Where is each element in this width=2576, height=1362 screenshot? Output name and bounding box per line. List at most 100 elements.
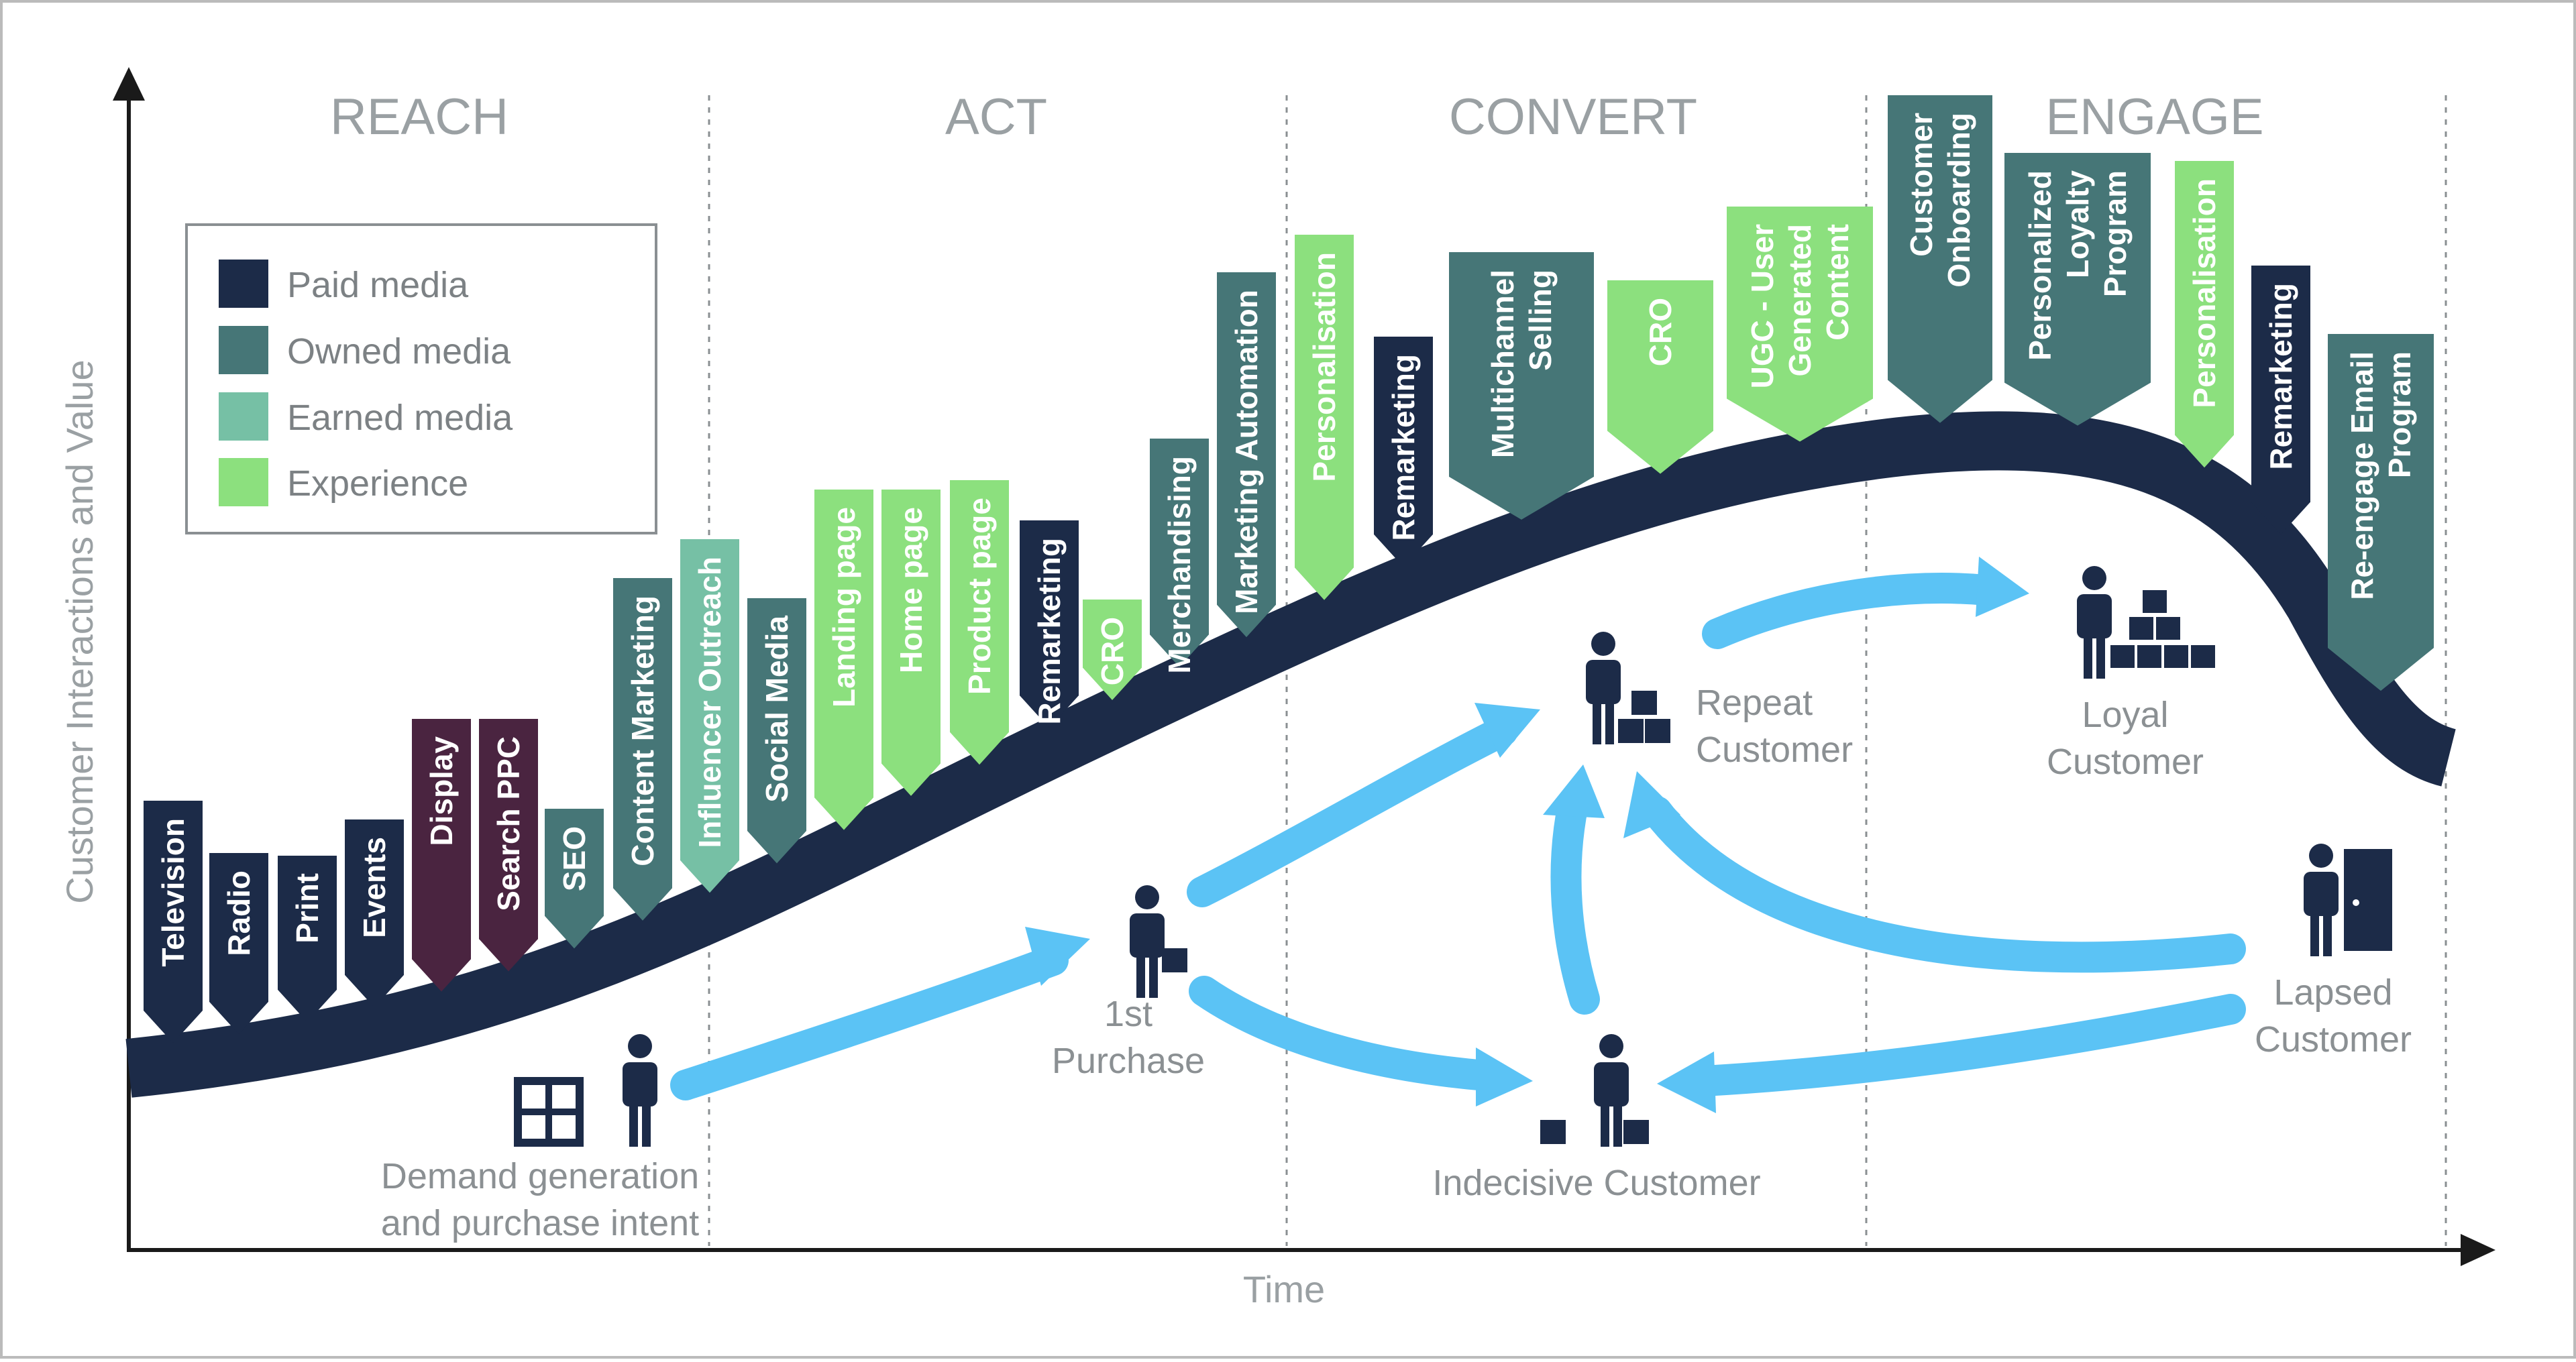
tag-merchandising: Merchandising [1150,439,1209,674]
tag-label: Search PPC [491,736,526,911]
phase-title-reach: REACH [330,89,508,146]
box-pyramid-icon [2110,590,2215,668]
tag-label: Influencer Outreach [692,557,727,848]
tag-label: Onboarding [1941,113,1976,288]
tag-label: Content [1820,224,1855,341]
phase-titles: REACH ACT CONVERT ENGAGE [330,89,2264,146]
tag-label: Print [290,873,325,944]
tag-shape [1217,272,1276,638]
tag-label: Personalized [2023,170,2057,361]
tag-label: Customer [1904,113,1939,257]
stage-indecisive-label: Indecisive Customer [1432,1163,1760,1203]
tag-shape [1150,439,1209,667]
legend-label: Owned media [287,331,511,372]
y-axis-label: Customer Interactions and Value [58,359,101,903]
tag-label: Home page [894,507,928,673]
customer-stages: Demand generation and purchase intent 1s… [381,566,2412,1243]
tag-events: Events [345,819,404,1008]
y-axis-arrowhead [113,67,145,101]
tag-label: Remarketing [1032,538,1067,725]
boxes-icon [1618,691,1670,743]
tag-shape [1295,235,1354,600]
stage-first-label-line2: Purchase [1052,1041,1205,1081]
tag-shape [545,809,604,949]
tag-label: Radio [221,870,256,956]
stage-repeat: Repeat Customer [1586,632,1853,770]
phase-title-act: ACT [945,89,1047,146]
stage-indecisive: Indecisive Customer [1432,1034,1761,1203]
tag-shape [950,480,1009,765]
tag-shape [1449,252,1594,520]
tag-remarketing: Remarketing [2251,266,2310,535]
phase-title-convert: CONVERT [1449,89,1697,146]
tag-label: Television [156,818,191,967]
x-axis-arrowhead [2461,1234,2496,1266]
tag-label: Marketing Automation [1229,290,1264,614]
arrow-first-to-repeat [1187,716,1518,907]
stage-repeat-label-line2: Customer [1696,730,1853,770]
phase-title-engage: ENGAGE [2045,89,2263,146]
stage-repeat-label-line1: Repeat [1696,683,1813,723]
tag-label: Selling [1523,270,1558,371]
arrow-lapsed-to-repeat-head [1623,771,1680,838]
tag-marketing-automation: Marketing Automation [1217,272,1276,638]
person-icon [2077,566,2112,679]
x-axis-label: Time [1243,1268,1325,1310]
arrow-repeat-to-loyal [1702,573,2001,649]
arrow-indecisive-to-repeat-head [1543,764,1605,818]
stage-loyal-label-line2: Customer [2047,742,2204,782]
journey-curve [125,411,2457,1098]
tag-personalisation: Personalisation [2175,161,2234,468]
tag-label: UGC - User [1745,224,1780,388]
tag-shape [1374,337,1433,567]
stage-demand-label-line2: and purchase intent [381,1203,699,1243]
tag-shape [1083,600,1142,700]
stage-lapsed-label-line2: Customer [2255,1019,2412,1060]
person-icon [623,1034,657,1147]
tag-label: Events [357,837,392,938]
tag-shape [2328,334,2434,691]
tag-influencer-outreach: Influencer Outreach [680,539,739,893]
stage-demand: Demand generation and purchase intent [381,1034,699,1243]
tag-shape [881,490,941,796]
tag-personalisation: Personalisation [1295,235,1354,600]
tag-shape [747,598,806,864]
tag-shape [412,719,471,992]
tag-television: Television [144,801,203,1043]
tag-shape [814,490,873,830]
arrow-lapsed-to-repeat [1642,796,2246,973]
tag-shape [209,853,268,1035]
tag-label: Program [2098,170,2133,297]
tag-radio: Radio [209,853,268,1035]
tag-remarketing: Remarketing [1020,520,1079,728]
legend-label: Earned media [287,398,513,438]
person-icon [2304,844,2339,956]
flow-arrows [670,557,2246,1113]
tag-cro: CRO [1083,600,1142,700]
arrow-first-to-indecisive [1189,976,1501,1091]
tag-label: Program [2382,351,2417,478]
legend-item-paid: Paid media [219,260,469,308]
stage-loyal: Loyal Customer [2047,566,2215,782]
tag-label: Re-engage Email [2345,351,2379,600]
tag-content-marketing: Content Marketing [613,578,672,921]
tag-label: SEO [557,826,592,891]
tag-social-media: Social Media [747,598,806,864]
legend-item-experience: Experience [219,458,468,506]
tag-label: CRO [1095,617,1130,685]
tag-label: Merchandising [1162,456,1197,674]
tag-cro: CRO [1607,280,1713,474]
tag-label: CRO [1643,298,1678,366]
person-icon [1586,632,1621,744]
arrow-demand-to-first-head [1025,927,1090,986]
arrow-lapsed-to-indecisive-head [1657,1052,1716,1113]
tag-label: Remarketing [1386,354,1421,541]
stage-first-purchase: 1st Purchase [1052,885,1205,1081]
tag-shape [2004,153,2151,426]
arrow-repeat-to-loyal-head [1976,557,2029,617]
